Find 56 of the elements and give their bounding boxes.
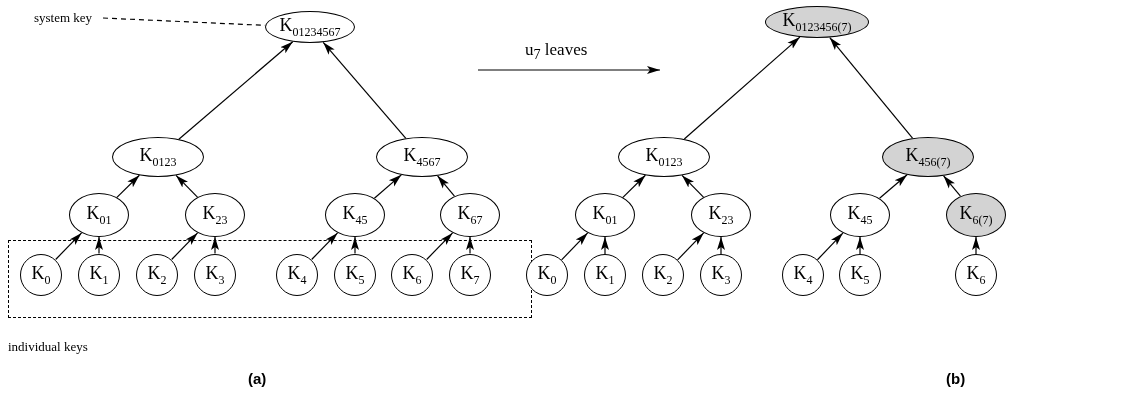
panel-label: (b) — [946, 370, 966, 387]
key-ellipse: K$_{0123}$ — [618, 137, 710, 177]
transition-label: u$_{7}$ leaves — [525, 40, 588, 64]
key-ellipse: K$_{0123456(7)}$ — [765, 6, 869, 38]
arrow — [322, 41, 407, 139]
arrow — [856, 236, 864, 255]
arrow — [95, 236, 103, 255]
arrow — [466, 236, 474, 255]
key-circle: K$_{6}$ — [391, 253, 433, 296]
key-circle: K$_{6}$ — [955, 254, 997, 296]
arrow — [972, 236, 980, 255]
arrow — [436, 175, 456, 197]
arrow — [311, 232, 339, 261]
key-circle: K$_{3}$ — [194, 253, 236, 296]
arrow — [677, 232, 705, 261]
node-label: system key — [33, 10, 93, 26]
key-circle: K$_{2}$ — [642, 254, 684, 296]
key-circle: K$_{0}$ — [20, 253, 62, 296]
key-ellipse: K$_{67}$ — [440, 193, 500, 237]
arrow — [171, 232, 199, 261]
key-circle: K$_{0}$ — [526, 254, 568, 296]
arrow — [426, 232, 454, 261]
key-circle: K$_{2}$ — [136, 253, 178, 296]
arrow — [878, 174, 908, 199]
arrow — [373, 174, 402, 199]
key-ellipse: K$_{01}$ — [69, 193, 129, 237]
arrow — [178, 41, 294, 140]
key-ellipse: K$_{23}$ — [691, 193, 751, 237]
arrow — [351, 236, 359, 255]
key-circle: K$_{3}$ — [700, 254, 742, 296]
key-circle: K$_{5}$ — [334, 253, 376, 296]
key-ellipse: K$_{23}$ — [185, 193, 245, 237]
arrow — [816, 232, 844, 261]
key-circle: K$_{4}$ — [782, 254, 824, 296]
key-circle: K$_{7}$ — [449, 253, 491, 296]
key-ellipse: K$_{45}$ — [830, 193, 890, 237]
arrow — [942, 175, 962, 197]
arrow — [55, 232, 83, 261]
key-ellipse: K$_{0123}$ — [112, 137, 204, 177]
key-circle: K$_{1}$ — [78, 253, 120, 296]
key-ellipse: K$_{45}$ — [325, 193, 385, 237]
key-ellipse: K$_{01234567}$ — [265, 11, 355, 43]
key-ellipse: K$_{456(7)}$ — [882, 137, 974, 177]
arrow — [211, 236, 219, 255]
group-caption: individual keys — [8, 338, 88, 355]
key-circle: K$_{5}$ — [839, 254, 881, 296]
arrow — [829, 36, 914, 139]
arrow — [717, 236, 725, 255]
key-circle: K$_{1}$ — [584, 254, 626, 296]
key-ellipse: K$_{6(7)}$ — [946, 193, 1006, 237]
arrow — [601, 236, 609, 255]
key-circle: K$_{4}$ — [276, 253, 318, 296]
key-ellipse: K$_{01}$ — [575, 193, 635, 237]
panel-label: (a) — [248, 370, 267, 387]
arrow — [561, 232, 589, 261]
key-ellipse: K$_{4567}$ — [376, 137, 468, 177]
